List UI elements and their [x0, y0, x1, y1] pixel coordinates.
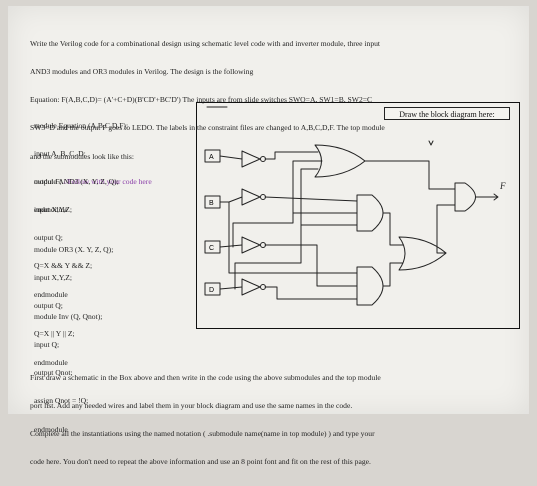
code-line: module AND3 (X, Y, Z, Q);	[34, 176, 119, 186]
footer-line: port list. Add any needed wires and labe…	[30, 401, 353, 411]
and-gate-final	[454, 182, 476, 212]
intro-line: SW3=D and the output F goes to LEDO. The…	[30, 123, 385, 133]
draw-diagram-button[interactable]: Draw the block diagram here:	[384, 107, 510, 120]
code-line: module Equation (A,B,C,D,F);	[34, 120, 129, 130]
code-line: input A, B, C, D;	[34, 149, 86, 159]
module-equation-code: module Equation (A,B,C,D,F); input A, B,…	[34, 102, 152, 234]
module-or3-code: module OR3 (X. Y, Z, Q); input X,Y,Z; ou…	[34, 226, 113, 386]
code-line: input Q;	[34, 340, 60, 350]
code-line: Q=X || Y || Z;	[34, 329, 75, 339]
code-line: endmodule	[34, 357, 68, 367]
and-gate-bottom	[356, 266, 384, 306]
and-gate-middle	[356, 194, 384, 232]
code-line: endmodule	[34, 205, 68, 215]
hand-drawn-schematic: A B C D F	[204, 106, 506, 306]
code-line: module OR3 (X. Y, Z, Q);	[34, 244, 114, 254]
code-line: assign Qnot = !Q;	[34, 396, 89, 406]
code-line: input X,Y,Z;	[34, 205, 73, 215]
intro-line: Equation: F(A,B,C,D)= (A'+C+D)(B'CD'+BC'…	[30, 95, 373, 105]
code-line: endmodule	[34, 289, 68, 299]
code-line: output Q;	[34, 233, 63, 243]
code-line: output F; //Follow with your code here	[34, 177, 152, 186]
inverter-a	[241, 150, 266, 168]
output-label-f: F	[499, 181, 506, 191]
footer-line: First draw a schematic in the Box above …	[30, 372, 381, 382]
input-label-c: C	[209, 245, 214, 252]
inverter-d	[241, 278, 266, 296]
module-and3-code: module AND3 (X, Y, Z, Q); input X,Y,Z; o…	[34, 158, 119, 318]
instructions-intro: Write the Verilog code for a combination…	[30, 20, 385, 180]
code-line: input X,Y,Z;	[34, 273, 73, 283]
document-page: Write the Verilog code for a combination…	[8, 6, 529, 466]
code-line: Q=X && Y && Z;	[34, 261, 93, 271]
code-text: output F;	[34, 177, 64, 187]
diagram-area[interactable]: A B C D F	[196, 102, 520, 329]
or-gate-second-level	[398, 236, 447, 271]
code-line: output Qnot;	[34, 368, 73, 378]
input-label-d: D	[209, 287, 214, 294]
code-comment: //Follow with your code here	[63, 177, 152, 187]
input-label-a: A	[209, 154, 214, 161]
inverter-c	[241, 236, 266, 254]
footer-line: code here. You don't need to repeat the …	[30, 457, 371, 467]
code-line: output Q;	[34, 301, 63, 311]
intro-line: and the submodules look like this:	[30, 151, 134, 161]
intro-line: AND3 modules and OR3 modules in Verilog.…	[30, 67, 254, 77]
input-label-b: B	[209, 200, 214, 207]
intro-line: Write the Verilog code for a combination…	[30, 38, 381, 48]
inverter-b	[241, 188, 266, 206]
code-line: module Inv (Q, Qnot);	[34, 311, 103, 321]
footer-line: Complete all the instantiations using th…	[30, 429, 375, 439]
